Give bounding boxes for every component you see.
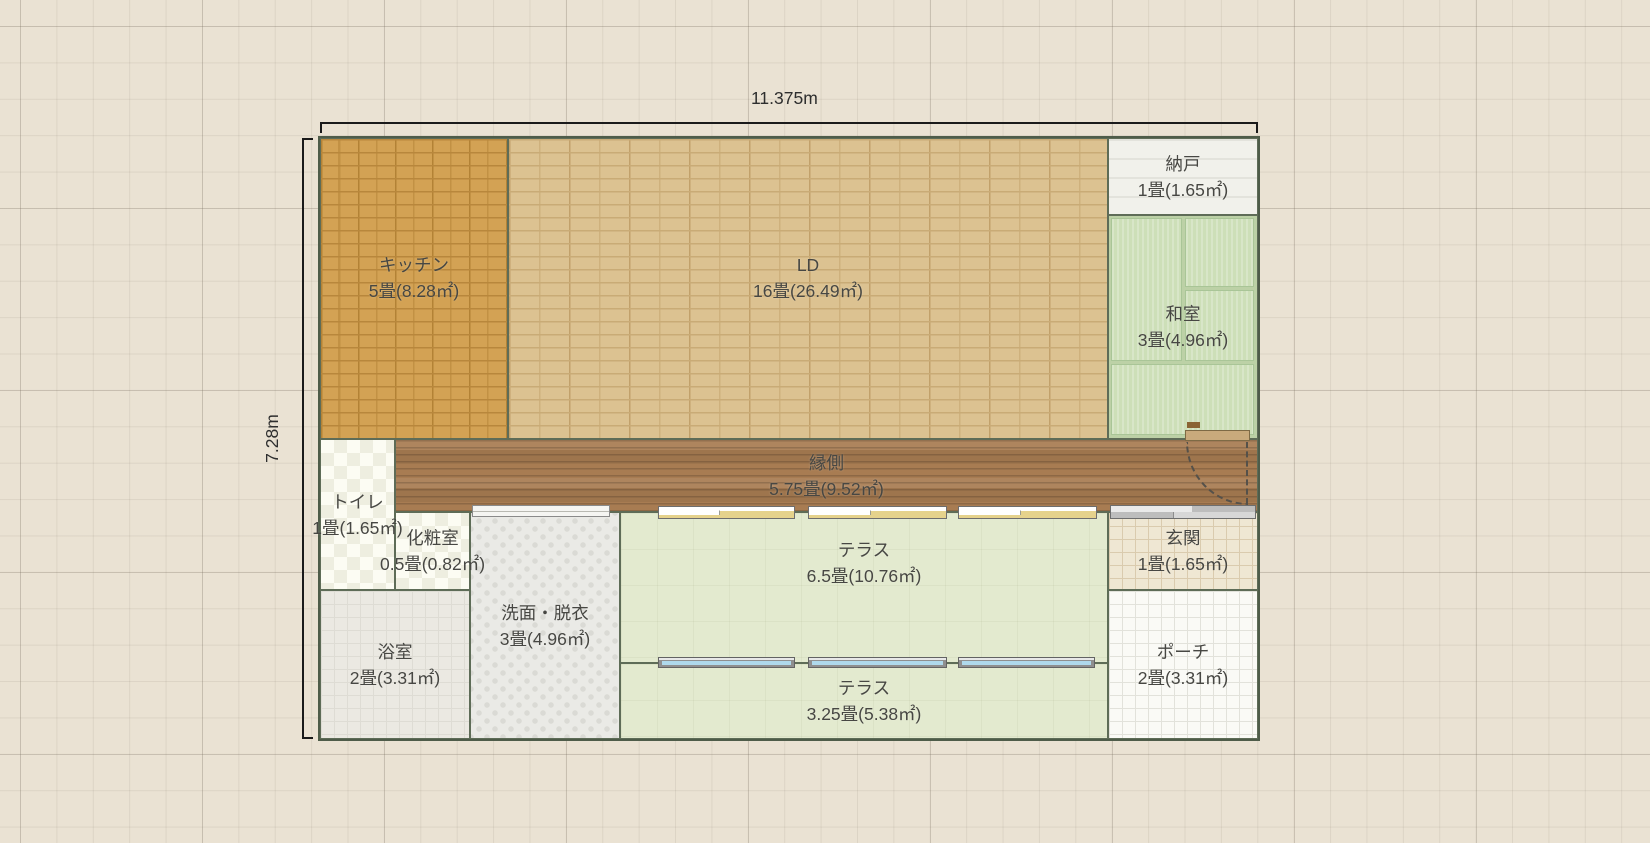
- dimension-tick: [320, 122, 322, 133]
- room-porch[interactable]: [1108, 590, 1258, 739]
- dimension-line-horizontal: [320, 122, 1258, 124]
- room-ld[interactable]: [508, 138, 1108, 439]
- room-toilet[interactable]: [320, 439, 395, 590]
- washitsu-door-leaf[interactable]: [1185, 430, 1250, 441]
- dimension-width-label: 11.375m: [751, 88, 818, 108]
- washroom-window[interactable]: [472, 505, 610, 517]
- door-panel: [1111, 506, 1192, 513]
- room-engawa[interactable]: [395, 439, 1258, 512]
- terrace-window-blue[interactable]: [958, 657, 1095, 668]
- dimension-tick: [1256, 122, 1258, 133]
- sliding-window[interactable]: [958, 506, 1097, 519]
- tatami-mat: [1111, 218, 1182, 361]
- room-terrace-upper[interactable]: [620, 512, 1108, 663]
- window-highlight: [959, 658, 1094, 660]
- window-sash: [718, 510, 794, 518]
- window-rail: [809, 515, 878, 518]
- door-handle: [1187, 422, 1200, 428]
- window-rail: [959, 515, 1028, 518]
- window-glass: [661, 661, 792, 665]
- room-washitsu[interactable]: [1108, 215, 1258, 439]
- window-highlight: [809, 658, 946, 660]
- room-genkan[interactable]: [1108, 512, 1258, 590]
- sliding-window[interactable]: [658, 506, 795, 519]
- tatami-mat: [1185, 290, 1254, 361]
- door-panel: [1173, 511, 1255, 518]
- dimension-tick: [302, 737, 313, 739]
- terrace-window-blue[interactable]: [658, 657, 795, 668]
- dimension-tick: [302, 138, 313, 140]
- window-highlight: [659, 658, 794, 660]
- room-kitchen[interactable]: [320, 138, 508, 439]
- room-bath[interactable]: [320, 590, 470, 739]
- room-washroom[interactable]: [470, 512, 620, 739]
- window-sash: [869, 510, 946, 518]
- window-rail: [659, 515, 727, 518]
- genkan-sliding-door[interactable]: [1110, 505, 1256, 519]
- sliding-window[interactable]: [808, 506, 947, 519]
- room-nando[interactable]: [1108, 138, 1258, 215]
- window-sash: [1019, 510, 1096, 518]
- room-terrace-lower[interactable]: [620, 663, 1108, 739]
- dimension-line-vertical: [302, 138, 304, 739]
- dimension-height-label: 7.28m: [261, 414, 282, 463]
- window-mid-rail: [473, 510, 609, 512]
- room-powder[interactable]: [395, 512, 470, 590]
- window-glass: [811, 661, 944, 665]
- tatami-mat: [1185, 218, 1254, 287]
- terrace-window-blue[interactable]: [808, 657, 947, 668]
- window-glass: [961, 661, 1092, 665]
- door-swing-chord: [1246, 442, 1248, 504]
- tatami-mat: [1111, 364, 1254, 435]
